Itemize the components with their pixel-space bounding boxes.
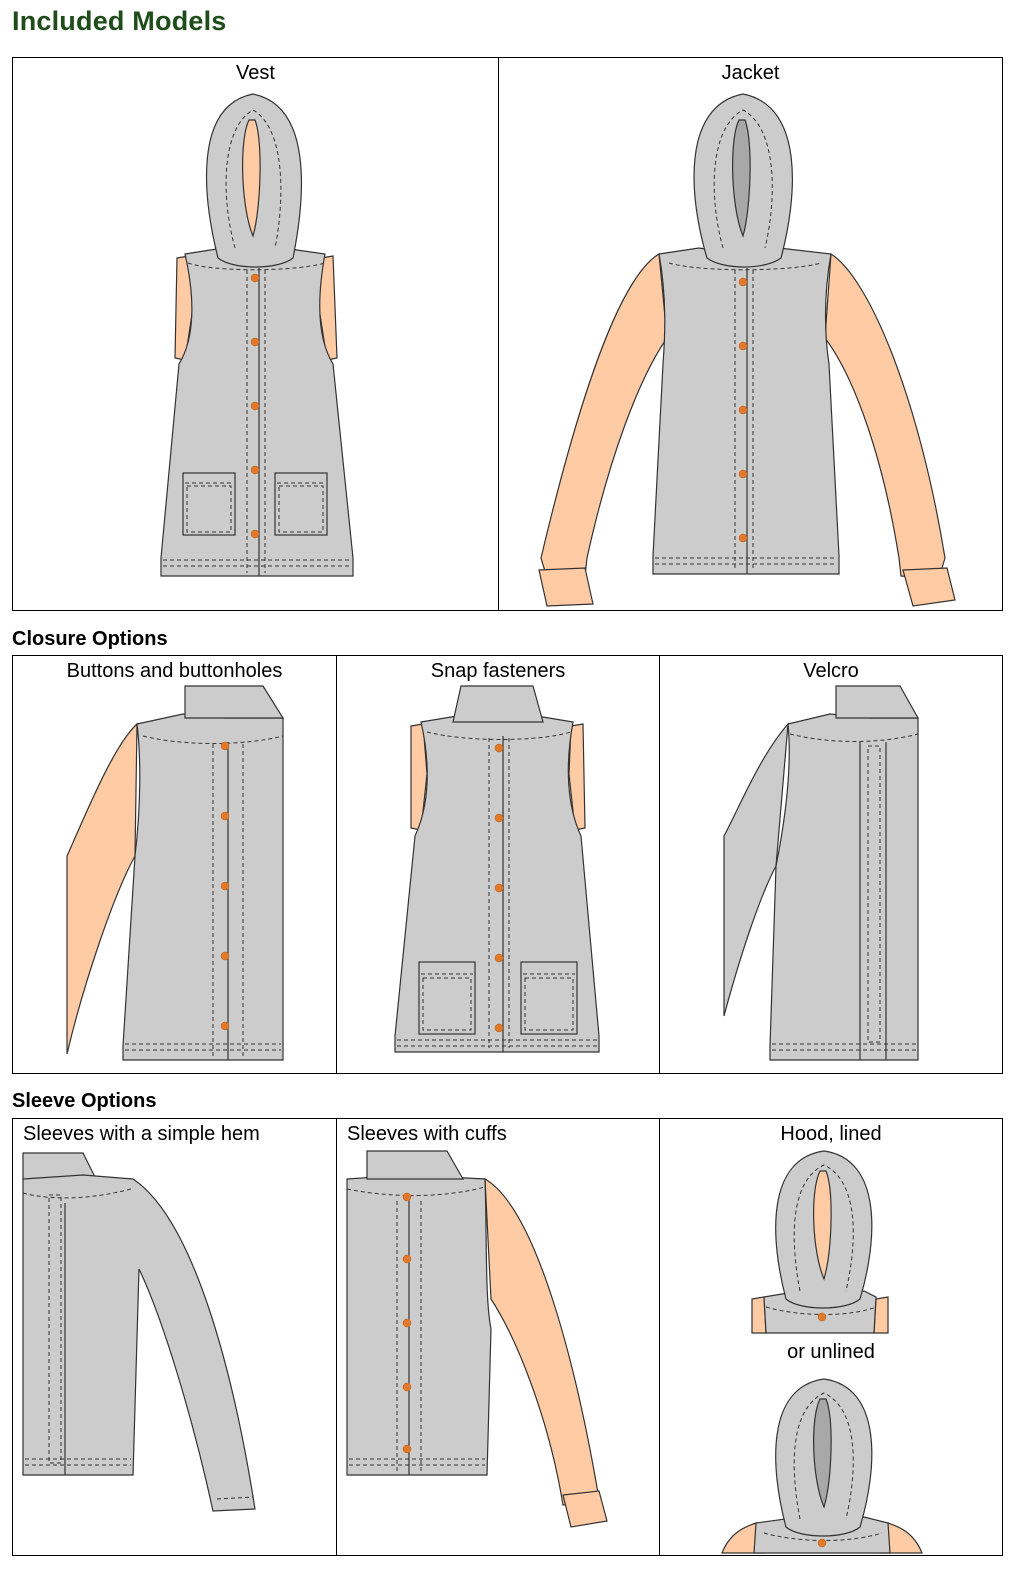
sleeve-row: Sleeves with a simple hem Sleeves with c… [12,1118,1003,1556]
cuffs-illustration [346,1150,608,1528]
caption-simple-hem: Sleeves with a simple hem [23,1123,260,1145]
panel-simple-hem: Sleeves with a simple hem [13,1119,336,1555]
panel-buttons: Buttons and buttonholes [13,656,336,1073]
panel-jacket: Jacket [498,58,1002,610]
closure-row: Buttons and buttonholes Snap fasteners [12,655,1003,1074]
page-title: Included Models [12,6,227,36]
panel-velcro: Velcro [659,656,1002,1073]
simple-hem-illustration [22,1152,256,1512]
sleeve-heading: Sleeve Options [12,1090,157,1112]
jacket-illustration [538,93,956,607]
hood-lined-illustration [751,1150,889,1334]
caption-vest: Vest [236,62,275,84]
models-row: Vest [12,57,1003,611]
vest-illustration [160,93,354,577]
velcro-illustration [723,685,920,1061]
caption-snaps: Snap fasteners [430,660,566,682]
caption-cuffs: Sleeves with cuffs [347,1123,507,1145]
panel-vest: Vest [13,58,498,610]
caption-hood-lined: Hood, lined [780,1123,882,1145]
caption-buttons: Buttons and buttonholes [66,660,283,682]
panel-hood: Hood, lined or unlined [659,1119,1002,1555]
buttons-illustration [66,685,285,1061]
snaps-illustration [394,685,600,1053]
closure-heading: Closure Options [12,628,168,650]
caption-velcro: Velcro [803,660,859,682]
panel-cuffs: Sleeves with cuffs [336,1119,659,1555]
caption-hood-unlined: or unlined [787,1341,875,1363]
hood-unlined-illustration [721,1378,923,1554]
caption-jacket: Jacket [721,62,780,84]
panel-snaps: Snap fasteners [336,656,659,1073]
